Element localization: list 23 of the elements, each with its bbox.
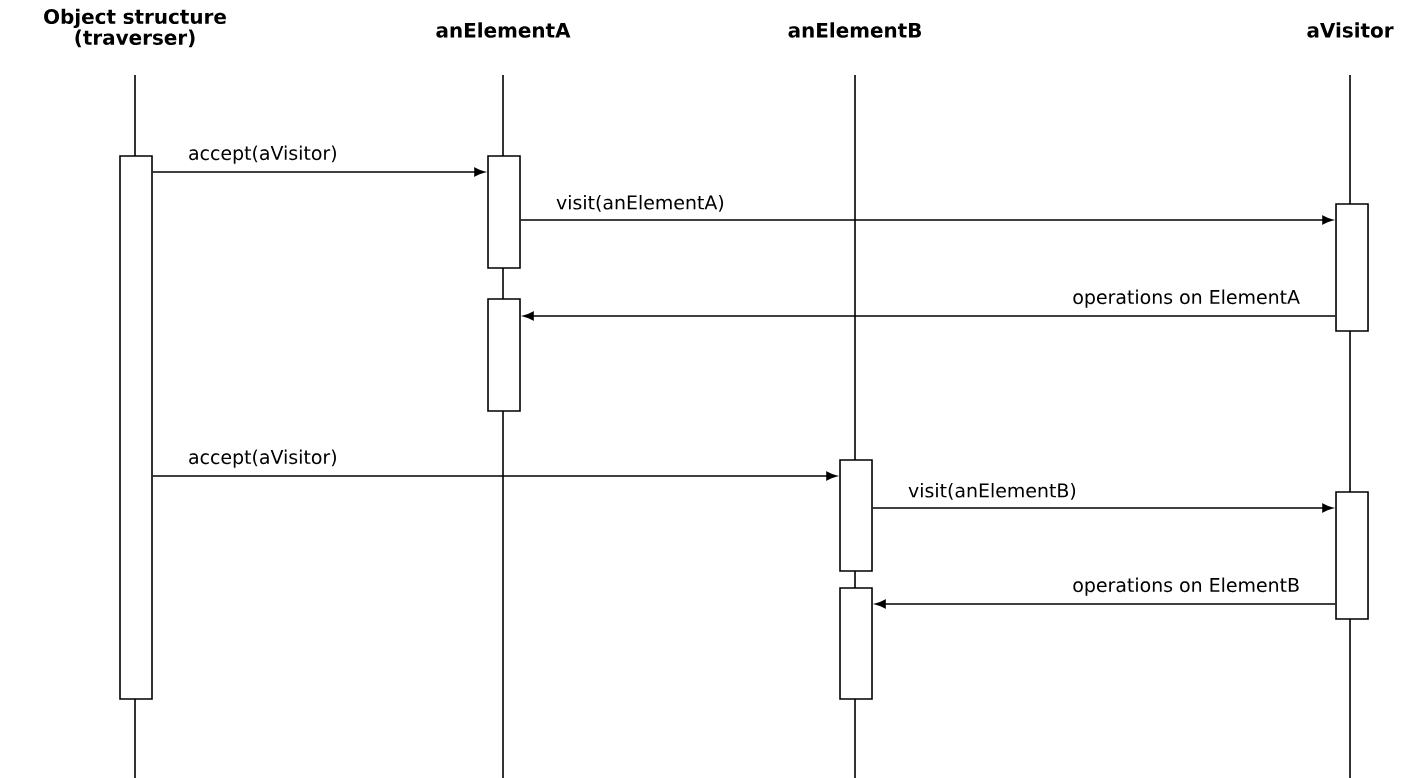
activation-bar <box>119 155 153 700</box>
message-arrow <box>152 167 485 177</box>
message-label: operations on ElementA <box>1071 288 1301 309</box>
message-label: accept(aVisitor) <box>187 144 339 165</box>
message-arrow <box>875 599 1336 609</box>
message-label: visit(anElementA) <box>555 193 726 213</box>
message-arrow <box>523 311 1336 321</box>
lifeline-heading: anElementB <box>788 22 921 38</box>
activation-bar <box>1335 203 1369 332</box>
message-arrow <box>520 215 1333 225</box>
lifeline-heading: aVisitor <box>1307 22 1394 38</box>
message-label: visit(anElementB) <box>907 481 1078 501</box>
activation-bar <box>487 298 521 412</box>
message-label: operations on ElementB <box>1071 576 1301 597</box>
message-arrow <box>872 503 1333 513</box>
activation-bar <box>1335 491 1369 620</box>
activation-bar <box>839 587 873 700</box>
activation-bar <box>839 459 873 572</box>
lifeline-heading: Object structure (traverser) <box>44 8 226 48</box>
activation-bar <box>487 155 521 269</box>
message-label: accept(aVisitor) <box>187 448 339 469</box>
message-arrow <box>152 471 837 481</box>
lifeline-heading: anElementA <box>436 22 571 38</box>
